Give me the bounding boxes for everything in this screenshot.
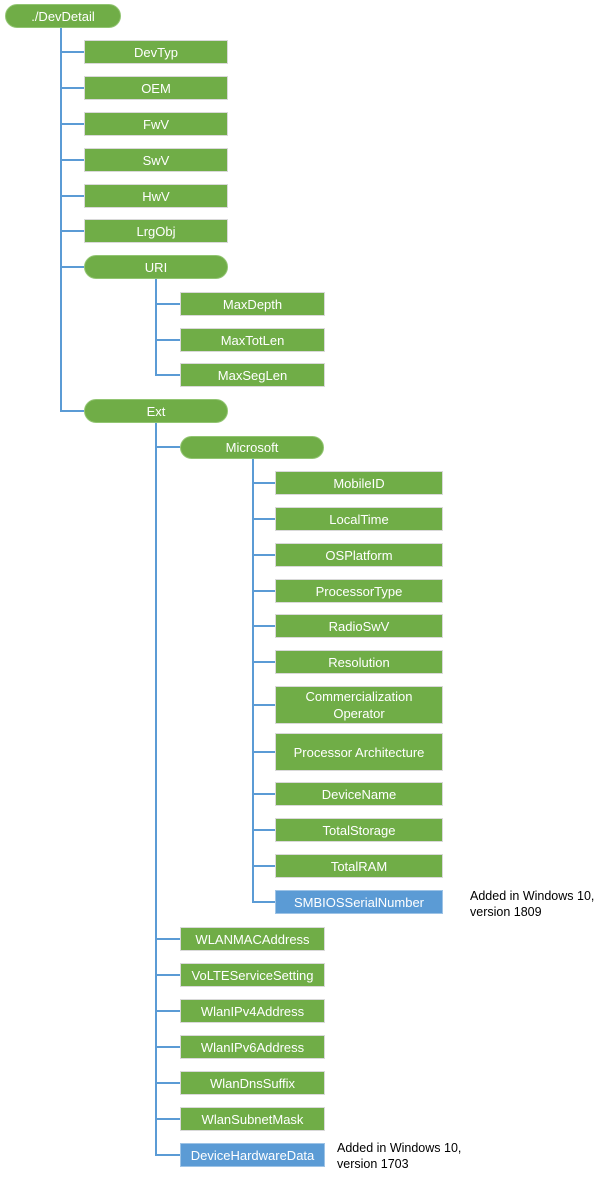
node-fwv: FwV (84, 112, 228, 136)
node-uri: URI (84, 255, 228, 279)
connector-stub-devicename (252, 793, 275, 795)
node-totalstorage: TotalStorage (275, 818, 443, 842)
connector-stub-localtime (252, 518, 275, 520)
connector-stub-wlanipv4address (155, 1010, 180, 1012)
connector-stub-commercializationoperator (252, 704, 275, 706)
connector-stub-maxseglen (155, 374, 180, 376)
annotation-devicehardware-version: Added in Windows 10, version 1703 (337, 1141, 462, 1171)
connector-trunk-root (60, 27, 62, 412)
node-hwv: HwV (84, 184, 228, 208)
node-maxdepth: MaxDepth (180, 292, 325, 316)
node-swv: SwV (84, 148, 228, 172)
connector-stub-lrgobj (60, 230, 84, 232)
node-radioswv: RadioSwV (275, 614, 443, 638)
connector-stub-mobileid (252, 482, 275, 484)
connector-stub-devicehardwaredata (155, 1154, 180, 1156)
connector-trunk-uri (155, 278, 157, 376)
connector-stub-maxtotlen (155, 339, 180, 341)
node-resolution: Resolution (275, 650, 443, 674)
node-voltesservicesetting: VoLTEServiceSetting (180, 963, 325, 987)
node-devicename: DeviceName (275, 782, 443, 806)
node-maxseglen: MaxSegLen (180, 363, 325, 387)
connector-stub-totalram (252, 865, 275, 867)
node-commercialization-operator: Commercialization Operator (275, 686, 443, 724)
connector-stub-osplatform (252, 554, 275, 556)
node-localtime: LocalTime (275, 507, 443, 531)
connector-stub-wlanmacaddress (155, 938, 180, 940)
node-devtyp: DevTyp (84, 40, 228, 64)
node-maxtotlen: MaxTotLen (180, 328, 325, 352)
node-ext: Ext (84, 399, 228, 423)
connector-stub-smbiosserialnumber (252, 901, 275, 903)
connector-stub-hwv (60, 195, 84, 197)
node-lrgobj: LrgObj (84, 219, 228, 243)
annotation-smbios-version: Added in Windows 10, version 1809 (470, 889, 595, 919)
connector-stub-uri (60, 266, 84, 268)
connector-stub-oem (60, 87, 84, 89)
node-wlanipv6address: WlanIPv6Address (180, 1035, 325, 1059)
connector-stub-radioswv (252, 625, 275, 627)
node-wlandnssuffix: WlanDnsSuffix (180, 1071, 325, 1095)
node-wlanmacaddress: WLANMACAddress (180, 927, 325, 951)
connector-stub-wlanipv6address (155, 1046, 180, 1048)
node-devicehardwaredata: DeviceHardwareData (180, 1143, 325, 1167)
connector-stub-devtyp (60, 51, 84, 53)
connector-stub-ext (60, 410, 84, 412)
node-totalram: TotalRAM (275, 854, 443, 878)
connector-stub-voltesetting (155, 974, 180, 976)
connector-stub-wlandnssuffix (155, 1082, 180, 1084)
connector-stub-processorarchitecture (252, 751, 275, 753)
node-devdetail-root: ./DevDetail (5, 4, 121, 28)
node-microsoft: Microsoft (180, 436, 324, 459)
connector-stub-resolution (252, 661, 275, 663)
node-smbiosserialnumber: SMBIOSSerialNumber (275, 890, 443, 914)
connector-stub-fwv (60, 123, 84, 125)
connector-stub-swv (60, 159, 84, 161)
connector-stub-totalstorage (252, 829, 275, 831)
connector-stub-processortype (252, 590, 275, 592)
node-wlansubnetmask: WlanSubnetMask (180, 1107, 325, 1131)
connector-stub-wlansubnetmask (155, 1118, 180, 1120)
node-wlanipv4address: WlanIPv4Address (180, 999, 325, 1023)
node-mobileid: MobileID (275, 471, 443, 495)
node-processortype: ProcessorType (275, 579, 443, 603)
node-oem: OEM (84, 76, 228, 100)
node-processor-architecture: Processor Architecture (275, 733, 443, 771)
connector-stub-maxdepth (155, 303, 180, 305)
connector-trunk-ext (155, 422, 157, 1156)
connector-stub-microsoft (155, 446, 180, 448)
connector-trunk-microsoft (252, 459, 254, 903)
node-osplatform: OSPlatform (275, 543, 443, 567)
